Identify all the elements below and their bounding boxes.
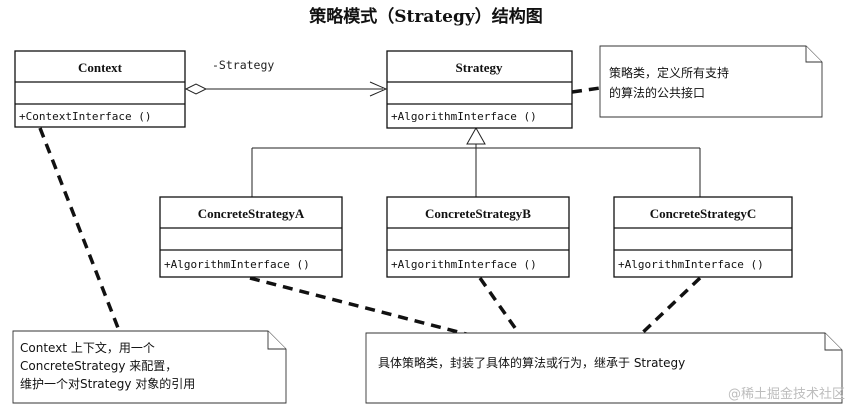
class-name-strategy: Strategy	[456, 60, 503, 75]
inheritance-triangle-icon	[466, 126, 486, 145]
association-arrowhead-icon	[369, 81, 388, 97]
class-strategy: Strategy +AlgorithmInterface ()	[386, 50, 573, 129]
note-strategy-line-1: 策略类，定义所有支持	[609, 65, 729, 80]
class-name-concrete-strategy-a: ConcreteStrategyA	[198, 206, 305, 221]
class-name-concrete-strategy-b: ConcreteStrategyB	[425, 206, 531, 221]
note-context-line-2: ConcreteStrategy 来配置，	[20, 359, 177, 373]
operation-algorithm-interface-b: +AlgorithmInterface ()	[391, 258, 537, 271]
concrete-a-note-connector	[249, 276, 471, 337]
concrete-c-note-connector	[638, 276, 702, 337]
concrete-b-note-connector	[478, 276, 522, 337]
context-note-connector	[38, 127, 122, 334]
class-concrete-strategy-b: ConcreteStrategyB +AlgorithmInterface ()	[386, 196, 570, 278]
note-strategy-line-2: 的算法的公共接口	[609, 85, 705, 100]
class-name-concrete-strategy-c: ConcreteStrategyC	[650, 206, 757, 221]
note-strategy: 策略类，定义所有支持 的算法的公共接口	[599, 45, 823, 118]
class-name-context: Context	[78, 60, 123, 75]
operation-algorithm-interface-c: +AlgorithmInterface ()	[618, 258, 764, 271]
note-concrete-line-1: 具体策略类，封装了具体的算法或行为，继承于 Strategy	[378, 355, 685, 370]
strategy-note-connector	[571, 86, 601, 94]
class-concrete-strategy-a: ConcreteStrategyA +AlgorithmInterface ()	[159, 196, 343, 278]
operation-algorithm-interface: +AlgorithmInterface ()	[391, 110, 537, 123]
operation-algorithm-interface-a: +AlgorithmInterface ()	[164, 258, 310, 271]
operation-context-interface: +ContextInterface ()	[19, 110, 151, 123]
class-concrete-strategy-c: ConcreteStrategyC +AlgorithmInterface ()	[613, 196, 793, 278]
diagram-title: 策略模式（Strategy）结构图	[309, 6, 543, 27]
note-context: Context 上下文，用一个 ConcreteStrategy 来配置， 维护…	[12, 330, 287, 404]
association-label: -Strategy	[212, 58, 274, 72]
note-context-line-3: 维护一个对Strategy 对象的引用	[20, 376, 195, 391]
aggregation-diamond-icon	[184, 83, 208, 95]
note-concrete-strategies: 具体策略类，封装了具体的算法或行为，继承于 Strategy	[365, 332, 843, 404]
class-context: Context +ContextInterface ()	[14, 50, 186, 128]
note-context-line-1: Context 上下文，用一个	[20, 340, 155, 355]
watermark: @稀土掘金技术社区	[728, 386, 845, 402]
